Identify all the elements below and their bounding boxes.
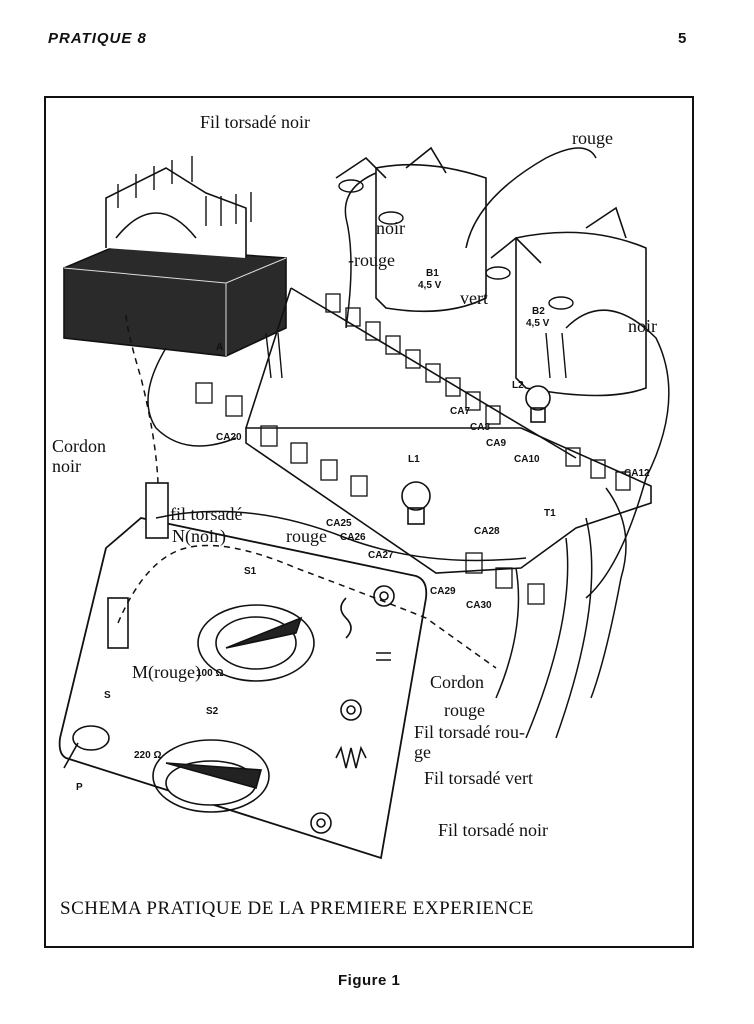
crocodile-clips — [265, 179, 574, 379]
resistor-symbol — [335, 745, 367, 769]
label-ca12: CA12 — [624, 468, 650, 479]
label-a: A — [216, 342, 224, 353]
label-ca27: CA27 — [368, 550, 394, 561]
label-b2: B2 — [532, 306, 545, 317]
coil-symbol — [340, 597, 352, 639]
label-ca29: CA29 — [430, 586, 456, 597]
label-ca8: CA8 — [470, 422, 491, 433]
label-s1: S1 — [244, 566, 257, 577]
terminal-row-top — [325, 293, 501, 425]
label-ca28: CA28 — [474, 526, 500, 537]
figure-frame: Fil torsadé noir rouge noir -rouge vert … — [44, 96, 694, 948]
label-rouge-mid: -rouge — [348, 250, 395, 270]
label-ca30: CA30 — [466, 600, 492, 611]
toggle-switch — [63, 725, 110, 769]
transformer — [63, 156, 287, 357]
bulb-l2 — [525, 385, 551, 411]
label-n-noir: N(noir) — [172, 526, 226, 546]
page-number: 5 — [678, 30, 688, 47]
capacitor-symbol — [376, 652, 391, 661]
wires — [117, 147, 670, 739]
battery-b2 — [490, 206, 647, 397]
battery-b1 — [335, 146, 487, 313]
front-panel — [58, 517, 428, 860]
figure-caption: SCHEMA PRATIQUE DE LA PREMIERE EXPERIENC… — [60, 898, 534, 919]
label-cordon-rouge-2: rouge — [444, 700, 485, 720]
label-b1: B1 — [426, 268, 439, 279]
label-fil-torsade-rouge-1: fil torsadé — [170, 504, 243, 524]
label-noir-top: noir — [376, 218, 405, 238]
label-vert-mid: vert — [460, 288, 488, 308]
label-p: P — [76, 782, 83, 793]
label-r100: 100 Ω — [196, 668, 224, 679]
label-fil-torsade-rouge-2: rouge — [286, 526, 327, 546]
label-t1: T1 — [544, 508, 556, 519]
selector-s1 — [197, 604, 315, 682]
label-ca7: CA7 — [450, 406, 471, 417]
label-s: S — [104, 690, 111, 701]
label-r220: 220 Ω — [134, 750, 162, 761]
terminal-row-bottom — [195, 382, 631, 605]
label-ca9: CA9 — [486, 438, 507, 449]
label-ca10: CA10 — [514, 454, 540, 465]
selector-s2 — [152, 739, 270, 813]
label-fil-torsade-rouge-bottom-1: Fil torsadé rou- — [414, 722, 525, 742]
label-fil-torsade-vert: Fil torsadé vert — [424, 768, 533, 788]
label-cordon-noir-2: noir — [52, 456, 81, 476]
label-b2-voltage: 4,5 V — [526, 318, 550, 329]
label-s2: S2 — [206, 706, 219, 717]
label-fil-torsade-rouge-bottom-2: ge — [414, 742, 431, 762]
figure-label: Figure 1 — [338, 972, 401, 989]
label-rouge-top: rouge — [572, 128, 613, 148]
label-ca26: CA26 — [340, 532, 366, 543]
label-l1: L1 — [408, 454, 420, 465]
label-cordon-noir-1: Cordon — [52, 436, 106, 456]
label-ca20: CA20 — [216, 432, 242, 443]
bulb-l1 — [401, 481, 431, 511]
label-b1-voltage: 4,5 V — [418, 280, 442, 291]
label-l2: L2 — [512, 380, 524, 391]
running-header: PRATIQUE 8 — [48, 30, 147, 47]
label-fil-torsade-noir-bottom: Fil torsadé noir — [438, 820, 548, 840]
panel-jacks — [310, 585, 395, 834]
label-fil-torsade-noir-top: Fil torsadé noir — [200, 112, 310, 132]
wiring-diagram — [58, 146, 670, 860]
label-cordon-rouge-1: Cordon — [430, 672, 484, 692]
label-ca25: CA25 — [326, 518, 352, 529]
label-noir-right: noir — [628, 316, 657, 336]
label-m-rouge: M(rouge) — [132, 662, 201, 682]
